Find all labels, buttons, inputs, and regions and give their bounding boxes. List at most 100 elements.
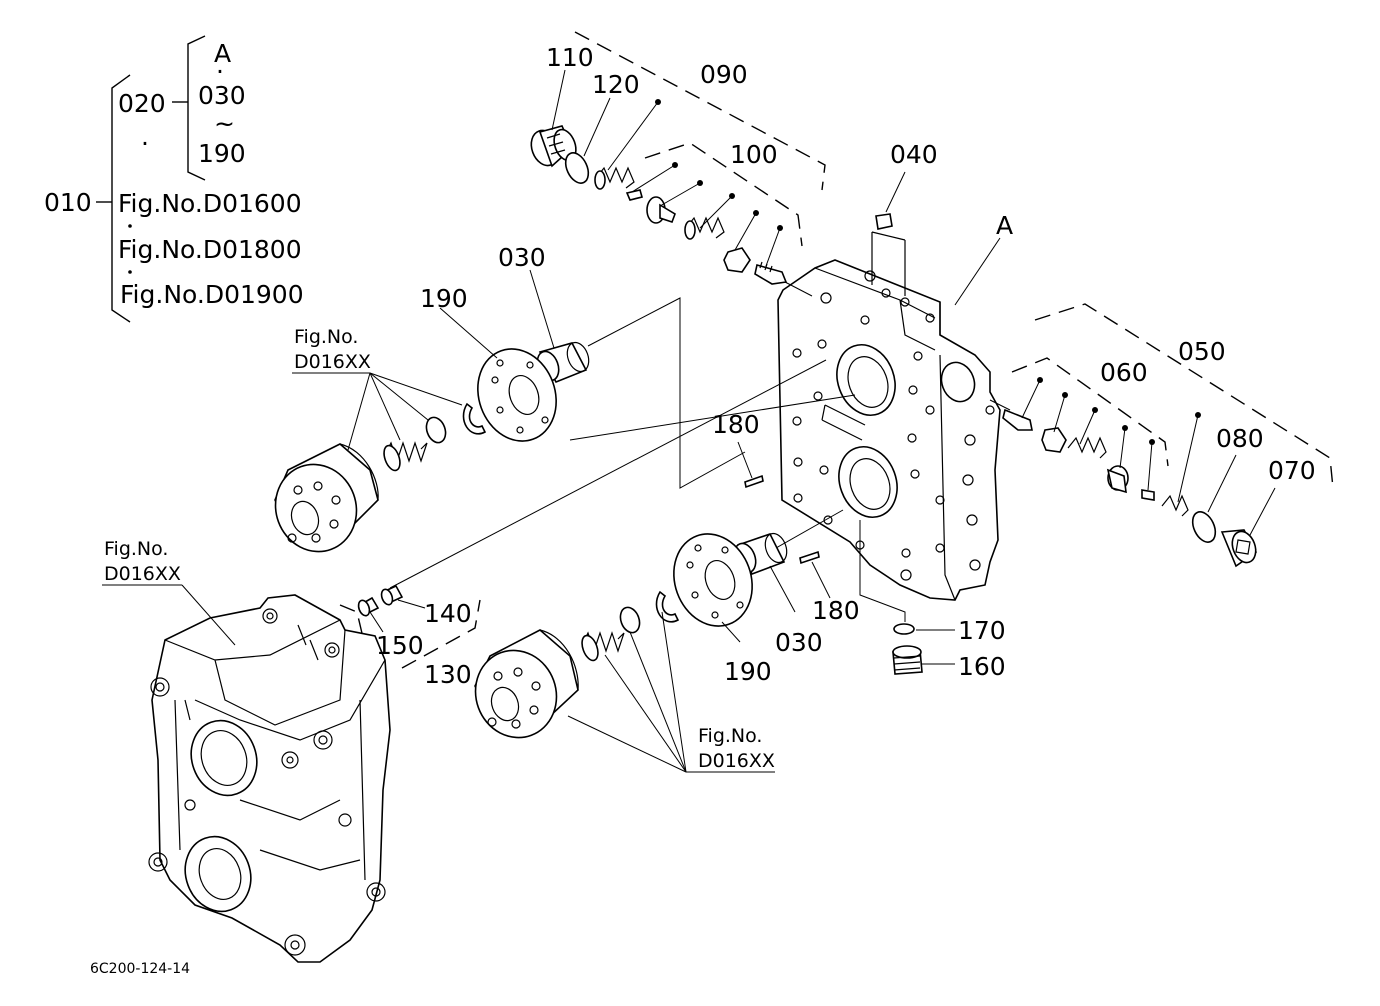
legend-fig-ref-3: Fig.No.D01900 — [120, 280, 304, 309]
assembly-axis-lines — [389, 297, 856, 589]
callout-labels: 110 120 090 100 040 A 030 190 180 050 06… — [376, 43, 1316, 689]
part-160-170-plug — [859, 520, 955, 675]
legend-sep-dot — [128, 224, 132, 228]
left-housing-port-lower — [184, 835, 252, 913]
upper-port-ring — [836, 344, 896, 416]
lower-pump-shaft — [490, 686, 520, 722]
upper-figref-leaders — [292, 269, 555, 451]
upper-dowel-180 — [744, 474, 764, 489]
part-040-plug — [871, 213, 906, 296]
legend-range-end: 190 — [198, 139, 246, 168]
callout-100: 100 — [730, 140, 778, 169]
valve-body-outline — [777, 259, 1001, 601]
left-housing-port-upper-bore — [200, 730, 248, 786]
top-pin — [625, 189, 643, 201]
right-pin — [1141, 489, 1155, 501]
right-screw — [1002, 408, 1033, 431]
callout-090: 090 — [700, 60, 748, 89]
callout-030-top: 030 — [498, 243, 546, 272]
upper-port-bore — [847, 356, 889, 408]
left-housing-ridge — [194, 659, 386, 741]
valve-body — [777, 259, 1001, 601]
left-housing-ribs — [174, 699, 366, 881]
legend-range-start: 030 — [198, 81, 246, 110]
figref-left-line2: D016XX — [104, 563, 181, 585]
callout-180-bot: 180 — [812, 596, 860, 625]
left-housing-details — [184, 624, 319, 721]
legend-fig-ref-1: Fig.No.D01600 — [118, 189, 302, 218]
upper-pump-ports — [287, 481, 341, 543]
left-housing-port-lower-bore — [198, 848, 242, 900]
valve-body-holes — [792, 270, 995, 581]
legend-root: 010 — [44, 188, 92, 217]
upper-spring-end — [383, 444, 401, 472]
top-valve-assembly — [530, 125, 813, 297]
callout-170: 170 — [958, 616, 1006, 645]
right-valve-axis — [989, 399, 1011, 411]
right-poppet-body — [1106, 468, 1127, 494]
figref-upper-line1: Fig.No. — [294, 326, 358, 348]
figref-labels: Fig.No. D016XX Fig.No. D016XX Fig.No. D0… — [104, 326, 775, 772]
top-spring-cap — [594, 170, 606, 190]
figref-lower-line1: Fig.No. — [698, 725, 762, 747]
internal-bore — [821, 404, 866, 441]
callout-190-top: 190 — [420, 284, 468, 313]
upper-circlip — [462, 402, 487, 435]
leader-180-top — [737, 441, 753, 479]
lower-port-bore — [849, 458, 891, 510]
callout-A: A — [996, 211, 1013, 240]
side-port — [940, 361, 976, 403]
figref-left-line1: Fig.No. — [104, 538, 168, 560]
part-070-plug — [1220, 529, 1258, 568]
leader-180-bot — [811, 561, 831, 599]
top-spring-1 — [595, 166, 635, 189]
part-140-150-fittings — [357, 584, 426, 633]
callout-160: 160 — [958, 652, 1006, 681]
lower-dowel-180 — [799, 550, 820, 565]
lower-spring-end — [581, 634, 599, 662]
top-nut — [723, 247, 751, 273]
callout-070: 070 — [1268, 456, 1316, 485]
callout-140: 140 — [424, 599, 472, 628]
top-spring-2-cap — [684, 220, 696, 240]
upper-pump-group — [274, 341, 590, 553]
part-120-oring — [564, 152, 590, 184]
group-bracket-100 — [644, 142, 803, 247]
lower-side-plate-holes — [686, 544, 744, 619]
left-housing-top — [164, 619, 346, 726]
lower-figref-leaders — [567, 565, 796, 773]
group-bracket-060 — [1011, 357, 1169, 467]
part-080-oring — [1191, 511, 1217, 543]
left-gear-housing — [148, 594, 391, 963]
lower-pump-rim — [539, 629, 579, 691]
legend-outer-bracket — [111, 74, 131, 323]
valve-body-side-edge — [939, 354, 956, 601]
legend-group-ref: A — [214, 39, 231, 68]
legend-dot-2: · — [216, 57, 224, 86]
part-160-plug-top — [892, 645, 922, 659]
legend-inner-bracket — [187, 35, 206, 181]
lower-circlip — [655, 590, 680, 623]
group-bracket-090 — [574, 31, 826, 191]
top-valve-axis — [784, 281, 813, 297]
legend-sep-dot — [128, 270, 132, 274]
callout-150: 150 — [376, 631, 424, 660]
callout-130: 130 — [424, 660, 472, 689]
part-170-oring — [893, 623, 915, 635]
left-housing-port-upper — [190, 719, 258, 797]
callout-180-top: 180 — [712, 410, 760, 439]
right-valve-leaders — [1021, 379, 1276, 536]
lower-side-plate-bore — [704, 560, 736, 600]
top-poppet-stem — [659, 203, 676, 224]
lower-washer — [619, 606, 641, 634]
callout-190-bot: 190 — [724, 657, 772, 686]
legend-dot: · — [141, 129, 149, 158]
top-spring-2 — [685, 216, 725, 239]
lower-port-ring — [838, 446, 898, 518]
callout-050: 050 — [1178, 337, 1226, 366]
lower-bushing-rear — [764, 532, 788, 564]
upper-bushing-rear — [566, 341, 590, 373]
legend-block: 020 · A · 030 ~ 190 010 Fig.No.D01600 Fi… — [44, 35, 304, 323]
